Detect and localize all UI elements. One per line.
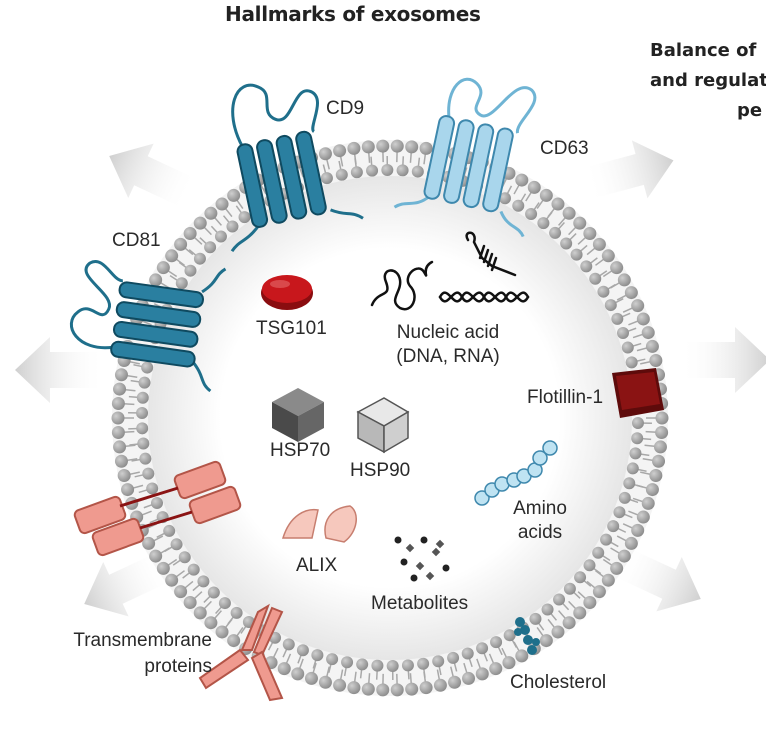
metabolite-particle <box>411 575 418 582</box>
tsg101-protein <box>261 275 313 310</box>
label-amino: Amino <box>500 498 580 520</box>
diagram-title: Hallmarks of exosomes <box>225 2 481 26</box>
metabolite-particle <box>443 565 450 572</box>
label-metabolites: Metabolites <box>371 593 468 615</box>
label-tsg101: TSG101 <box>256 318 327 340</box>
arrow-top-right <box>579 131 681 212</box>
amino-acid-bead <box>543 441 557 455</box>
side-text-line-2: and regulat <box>650 70 766 91</box>
label-cholesterol: Cholesterol <box>510 672 606 694</box>
metabolite-particle <box>401 559 408 566</box>
label-alix: ALIX <box>296 555 337 577</box>
arrow-right <box>680 327 766 393</box>
flotillin-1-protein <box>612 368 664 418</box>
label-dna-rna: (DNA, RNA) <box>378 346 518 368</box>
label-cd81: CD81 <box>112 230 161 252</box>
side-text-line-3: pe <box>737 100 766 121</box>
label-flotillin-1: Flotillin-1 <box>527 387 603 409</box>
label-cd9: CD9 <box>326 98 364 120</box>
label-hsp90: HSP90 <box>350 460 410 482</box>
arrow-top-left <box>97 129 204 221</box>
label-cd63: CD63 <box>540 138 589 160</box>
label-hsp70: HSP70 <box>270 440 330 462</box>
label-proteins: proteins <box>20 656 212 678</box>
label-acids: acids <box>500 522 580 544</box>
label-transmembrane: Transmembrane <box>20 630 212 652</box>
label-nucleic-acid: Nucleic acid <box>378 322 518 344</box>
metabolite-particle <box>395 537 402 544</box>
metabolite-particle <box>421 537 428 544</box>
side-text-line-1: Balance of <box>650 40 766 61</box>
